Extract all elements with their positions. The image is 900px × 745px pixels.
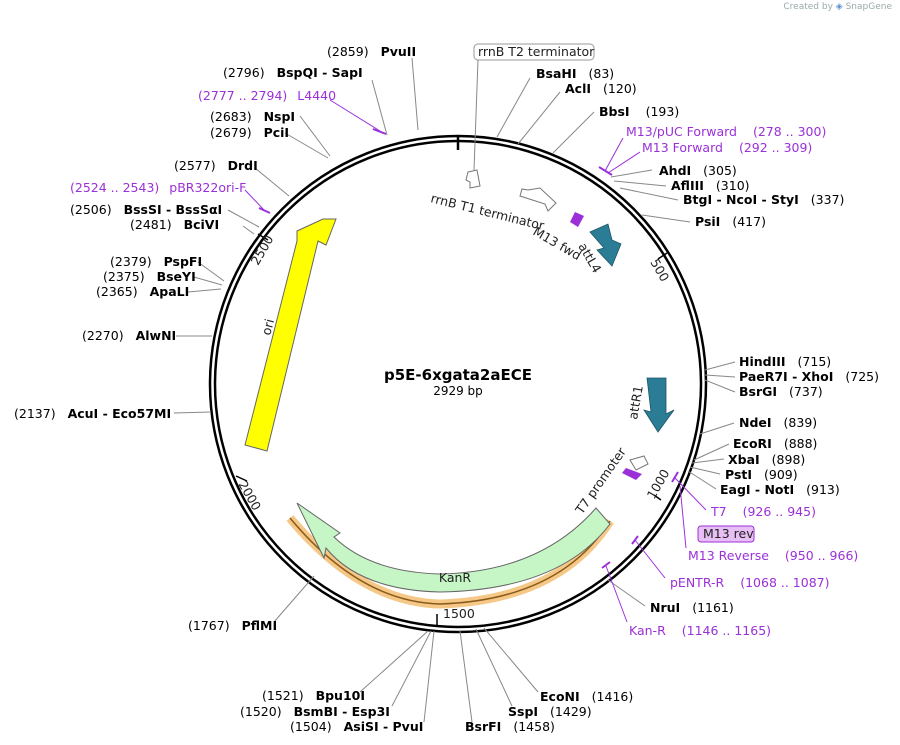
rrnb-t2-box (473, 43, 595, 61)
attl4-label: attL4 (575, 240, 604, 276)
t7-promoter-label: T7 promoter (572, 444, 630, 518)
site-nspi[interactable]: (2683)NspI (210, 109, 295, 124)
site-bsssi[interactable]: (2506)BssSI - BssSαI (70, 202, 222, 217)
tick-label-2000: 2000 (235, 478, 264, 513)
primer-kan-r[interactable]: Kan-R(1146 .. 1165) (629, 623, 771, 638)
site-bpu10i[interactable]: (1521)Bpu10I (262, 688, 365, 703)
site-acui-eco57mi[interactable]: (2137)AcuI - Eco57MI (14, 406, 171, 421)
site-drdi[interactable]: (2577)DrdI (174, 158, 258, 173)
site-ecori[interactable]: EcoRI(888) (733, 436, 817, 451)
site-bsrfi[interactable]: BsrFI(1458) (465, 719, 555, 734)
site-pcii[interactable]: (2679)PciI (210, 125, 289, 140)
credit-brand: SnapGene (845, 2, 892, 12)
site-xbai[interactable]: XbaI(898) (728, 452, 805, 467)
tick-label-500: 500 (647, 256, 672, 284)
snapgene-logo-icon: ◈ (835, 2, 843, 12)
credit-text: Created by (783, 2, 833, 12)
kanr-label: KanR (439, 570, 472, 585)
primer-t7[interactable]: T7(926 .. 945) (710, 504, 816, 519)
m13rev-box (697, 525, 755, 543)
kanr-feature[interactable] (296, 502, 611, 593)
site-eagi-noti[interactable]: EagI - NotI(913) (720, 482, 840, 497)
left-sites: (2859)PvuII (2796)BspQI - SapI (2683)Nsp… (14, 44, 419, 633)
site-afliii[interactable]: AflIII(310) (671, 178, 750, 193)
site-psii[interactable]: PsiI(417) (695, 214, 766, 229)
plasmid-name: p5E-6xgata2aECE (384, 366, 532, 384)
primer-m13-reverse[interactable]: M13 Reverse(950 .. 966) (688, 548, 858, 563)
site-acli[interactable]: AclI(120) (565, 81, 637, 96)
site-asisi-pvui[interactable]: (1504)AsiSI - PvuI (290, 719, 423, 734)
kanr-line (289, 517, 611, 605)
right-sites: BsaHI(83) AclI(120) BbsI(193) AhdI(305) … (496, 66, 879, 615)
attr1-label: attR1 (625, 384, 646, 420)
site-bseyi[interactable]: (2375)BseYI (103, 269, 196, 284)
site-nrui[interactable]: NruI(1161) (650, 600, 734, 615)
site-econi[interactable]: EcoNI(1416) (540, 689, 633, 704)
rrnb-t2-label: rrnB T2 terminator (478, 44, 595, 59)
site-bsmbi-esp3i[interactable]: (1520)BsmBI - Esp3I (240, 704, 390, 719)
site-pflmi[interactable]: (1767)PflMI (188, 618, 277, 633)
site-paer7i-xhoi[interactable]: PaeR7I - XhoI(725) (739, 369, 879, 384)
snapgene-credit: Created by ◈ SnapGene (783, 2, 892, 12)
primer-m13-forward[interactable]: M13 Forward(292 .. 309) (642, 140, 812, 155)
rrnb-t1-feature[interactable] (519, 187, 557, 212)
site-pvuii[interactable]: (2859)PvuII (327, 44, 416, 59)
primer-marks (258, 128, 679, 569)
site-apali[interactable]: (2365)ApaLI (96, 284, 189, 299)
m13rev-box-label: M13 rev (703, 526, 754, 541)
site-ndei[interactable]: NdeI(839) (739, 415, 817, 430)
site-btgi-ncoi-styi[interactable]: BtgI - NcoI - StyI(337) (683, 192, 844, 207)
tick-label-1500: 1500 (443, 606, 475, 621)
site-bcivi[interactable]: (2481)BciVI (130, 217, 219, 232)
site-pspfi[interactable]: (2379)PspFI (110, 254, 202, 269)
primer-l4440[interactable]: (2777 .. 2794)L4440 (198, 88, 336, 103)
primer-labels: M13/pUC Forward(278 .. 300) M13 Forward(… (70, 88, 858, 638)
primer-m13-puc-forward[interactable]: M13/pUC Forward(278 .. 300) (626, 124, 826, 139)
site-alwni[interactable]: (2270)AlwNI (82, 328, 176, 343)
primer-pbr322ori-f[interactable]: (2524 .. 2543)pBR322ori-F (70, 180, 246, 195)
site-bspqi-sapi[interactable]: (2796)BspQI - SapI (223, 65, 363, 80)
attr1-feature[interactable] (643, 377, 675, 433)
ori-label: ori (258, 317, 277, 337)
site-bbsi[interactable]: BbsI(193) (599, 104, 679, 119)
primer-pentr-r[interactable]: pENTR-R(1068 .. 1087) (670, 575, 829, 590)
t7-primer-mark (622, 468, 642, 480)
t7-promoter-feature[interactable] (629, 455, 649, 471)
site-bsahi[interactable]: BsaHI(83) (536, 66, 614, 81)
m13fwd-feature[interactable] (570, 212, 584, 227)
ori-feature[interactable] (244, 218, 337, 452)
tick-label-1000: 1000 (644, 466, 673, 501)
site-sspi[interactable]: SspI(1429) (508, 704, 592, 719)
site-psti[interactable]: PstI(909) (725, 467, 798, 482)
bottom-sites: EcoNI(1416) SspI(1429) BsrFI(1458) (1521… (240, 627, 633, 734)
rrnb-t2-feature[interactable] (465, 169, 481, 189)
site-hindiii[interactable]: HindIII(715) (739, 354, 831, 369)
tick-label-2500: 2500 (248, 232, 277, 267)
attl4-feature[interactable] (589, 223, 622, 267)
plasmid-size: 2929 bp (433, 384, 483, 398)
site-ahdi[interactable]: AhdI(305) (659, 163, 737, 178)
site-bsrgi[interactable]: BsrGI(737) (739, 384, 823, 399)
